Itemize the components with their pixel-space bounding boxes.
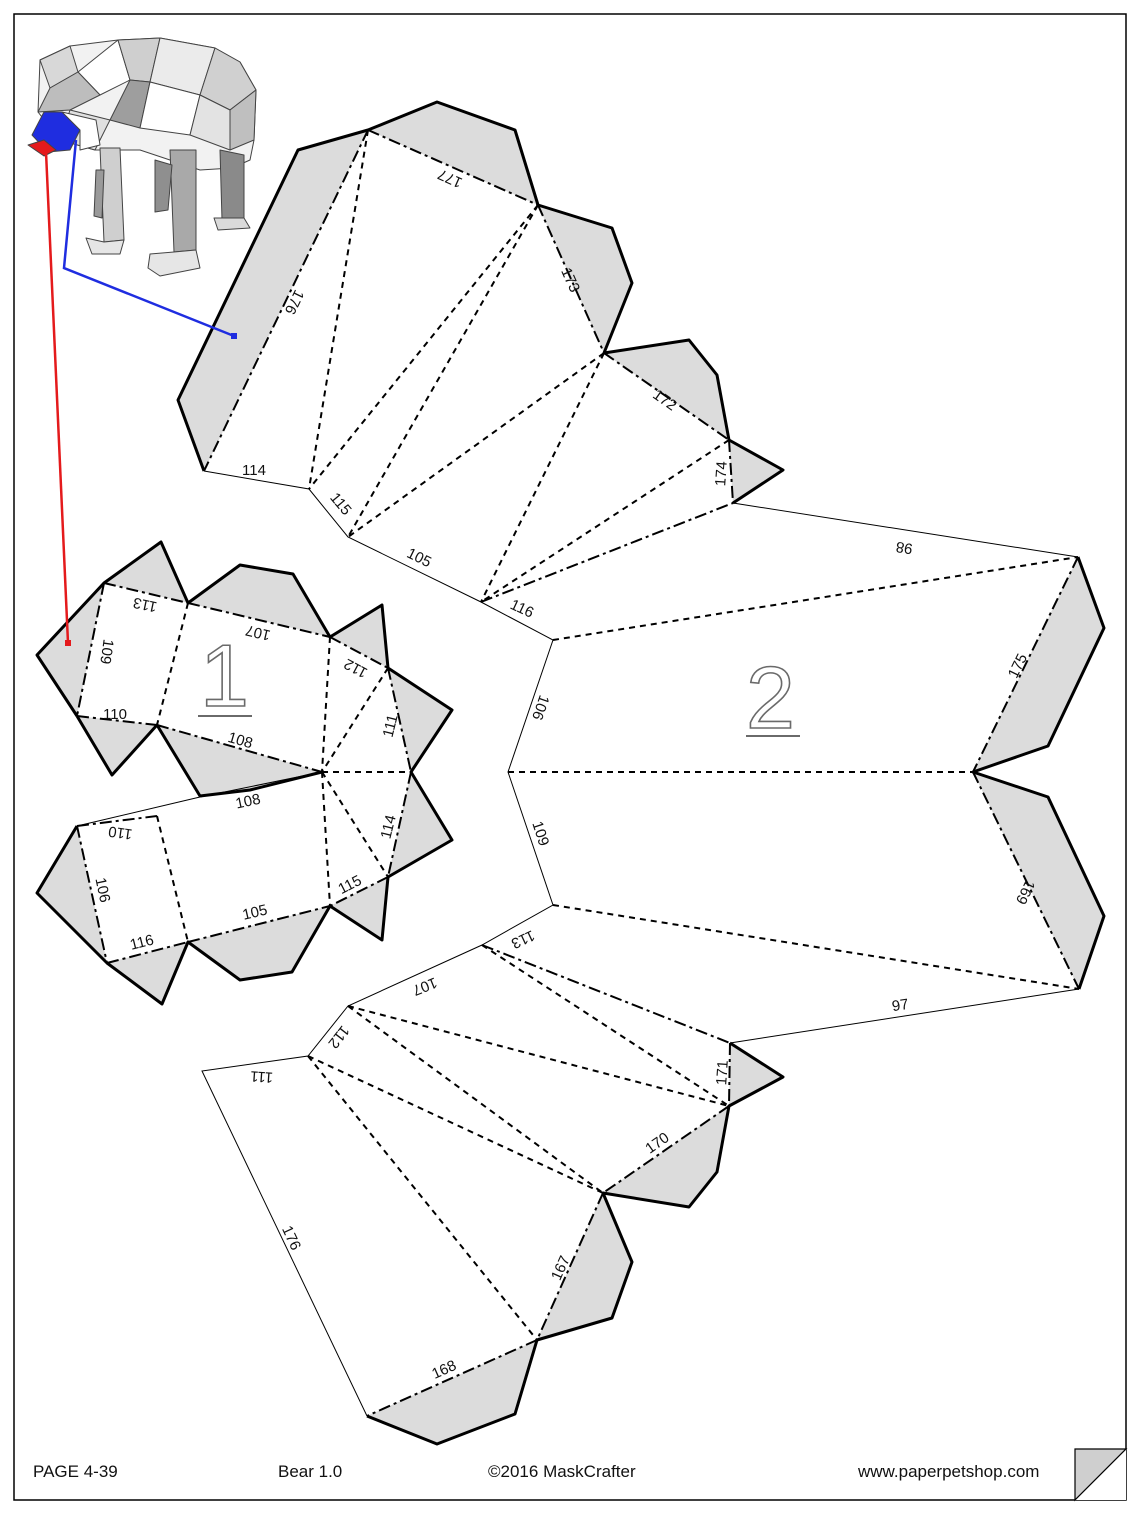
model-name: Bear 1.0: [278, 1462, 343, 1481]
edge-label: 110: [107, 822, 133, 842]
page-border: [13, 13, 1127, 1501]
glue-tab: [729, 440, 783, 503]
edge-label: 113: [132, 594, 159, 616]
glue-tab: [973, 557, 1104, 772]
copyright: ©2016 MaskCrafter: [488, 1462, 636, 1481]
edge-label: 114: [377, 813, 399, 840]
glue-tab: [188, 565, 330, 637]
edge-label: 114: [242, 462, 266, 479]
glue-tab: [330, 605, 388, 668]
glue-tab: [37, 826, 107, 963]
edge-label: 109: [528, 819, 552, 848]
glue-tab: [537, 1193, 632, 1340]
part-1-number: 1: [200, 626, 249, 725]
part-2-number: 2: [746, 648, 795, 747]
glue-tab: [37, 583, 104, 716]
edge-label: 106: [528, 693, 552, 722]
edge-label: 110: [103, 706, 127, 723]
edge-label: 115: [326, 489, 354, 518]
glue-tab: [178, 130, 368, 471]
glue-tab: [157, 725, 322, 796]
edge-label: 111: [380, 713, 402, 739]
part-1-net: [35, 540, 454, 1006]
assembly-leaders: [44, 139, 237, 646]
part-numbers: 1 2: [198, 625, 800, 748]
glue-tab: [388, 772, 452, 877]
red-leader-line: [44, 151, 70, 644]
page-curl-icon: [1074, 1448, 1128, 1502]
glue-tab: [973, 772, 1104, 989]
glue-tab: [729, 1043, 783, 1106]
glue-tab: [77, 716, 157, 775]
glue-tab: [367, 1340, 537, 1444]
edge-label: 112: [341, 655, 370, 681]
edge-label: 107: [244, 621, 272, 643]
edge-label: 97: [891, 996, 910, 1015]
glue-tab: [603, 1106, 729, 1207]
glue-tab: [388, 668, 452, 772]
edge-label: 105: [241, 902, 269, 924]
website-link[interactable]: www.paperpetshop.com: [858, 1462, 1040, 1481]
glue-tab: [368, 102, 538, 205]
edge-label: 106: [91, 876, 113, 904]
edge-label: 111: [250, 1067, 274, 1086]
glue-tab: [538, 205, 632, 353]
snout-red: [27, 139, 57, 157]
edge-label: 113: [508, 926, 537, 952]
edge-label: 98: [895, 538, 914, 557]
edge-label: 116: [128, 931, 155, 953]
glue-tab: [188, 906, 330, 980]
blue-leader-line: [62, 139, 235, 338]
page-number: PAGE 4-39: [33, 1462, 118, 1481]
edge-label: 108: [234, 791, 262, 813]
edge-label: 108: [226, 729, 255, 752]
edge-label: 105: [404, 545, 434, 571]
edge-label: 169: [1012, 877, 1038, 907]
edge-label: 109: [96, 638, 116, 665]
edge-label: 107: [410, 974, 440, 999]
glue-tab: [604, 340, 729, 440]
part-2-net: [176, 100, 1106, 1446]
edge-label: 174: [712, 461, 731, 487]
edge-label: 171: [713, 1060, 732, 1086]
edge-label: 112: [324, 1022, 352, 1051]
bear-lowpoly-thumbnail: [27, 37, 257, 277]
edge-label: 176: [278, 1223, 304, 1253]
glue-tab: [330, 877, 388, 940]
